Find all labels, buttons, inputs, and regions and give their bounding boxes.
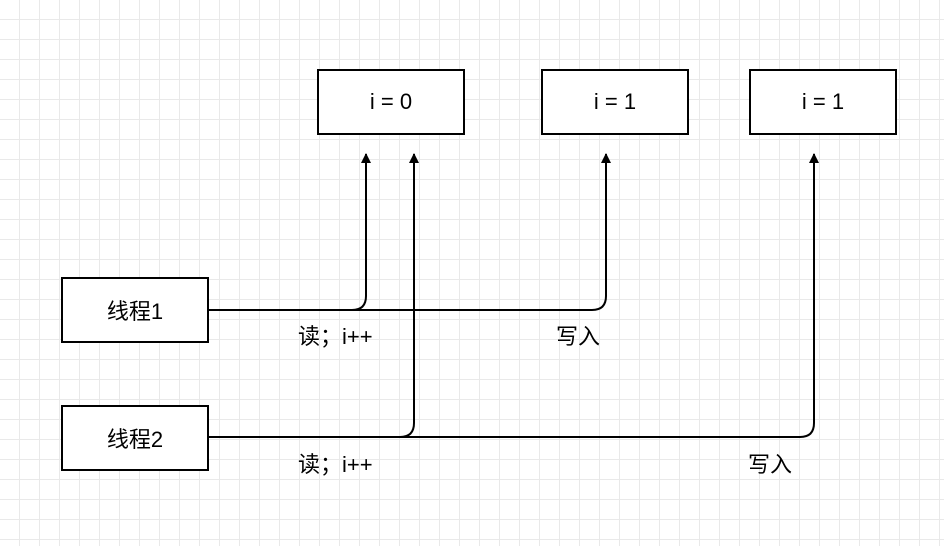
node-state-i1-second: i = 1 (749, 69, 897, 135)
edge-thread2-write (400, 153, 819, 438)
node-thread2-label: 线程2 (106, 427, 164, 452)
node-state-i0-label: i = 0 (369, 89, 413, 114)
node-state-i0: i = 0 (317, 69, 465, 135)
node-state-i1-first-label: i = 1 (593, 89, 637, 114)
edge-label-thread1-read: 读；i++ (298, 324, 373, 349)
edge-thread1-read (209, 153, 371, 311)
edge-label-thread2-read: 读；i++ (298, 452, 373, 477)
edge-thread1-write (352, 153, 611, 311)
edge-label-thread2-write: 写入 (748, 452, 793, 477)
edge-thread2-read (209, 153, 419, 438)
node-state-i1-second-label: i = 1 (801, 89, 845, 114)
node-thread2: 线程2 (61, 405, 209, 471)
edge-label-thread1-write: 写入 (556, 324, 601, 349)
node-thread1-label: 线程1 (106, 299, 164, 324)
node-state-i1-first: i = 1 (541, 69, 689, 135)
node-thread1: 线程1 (61, 277, 209, 343)
